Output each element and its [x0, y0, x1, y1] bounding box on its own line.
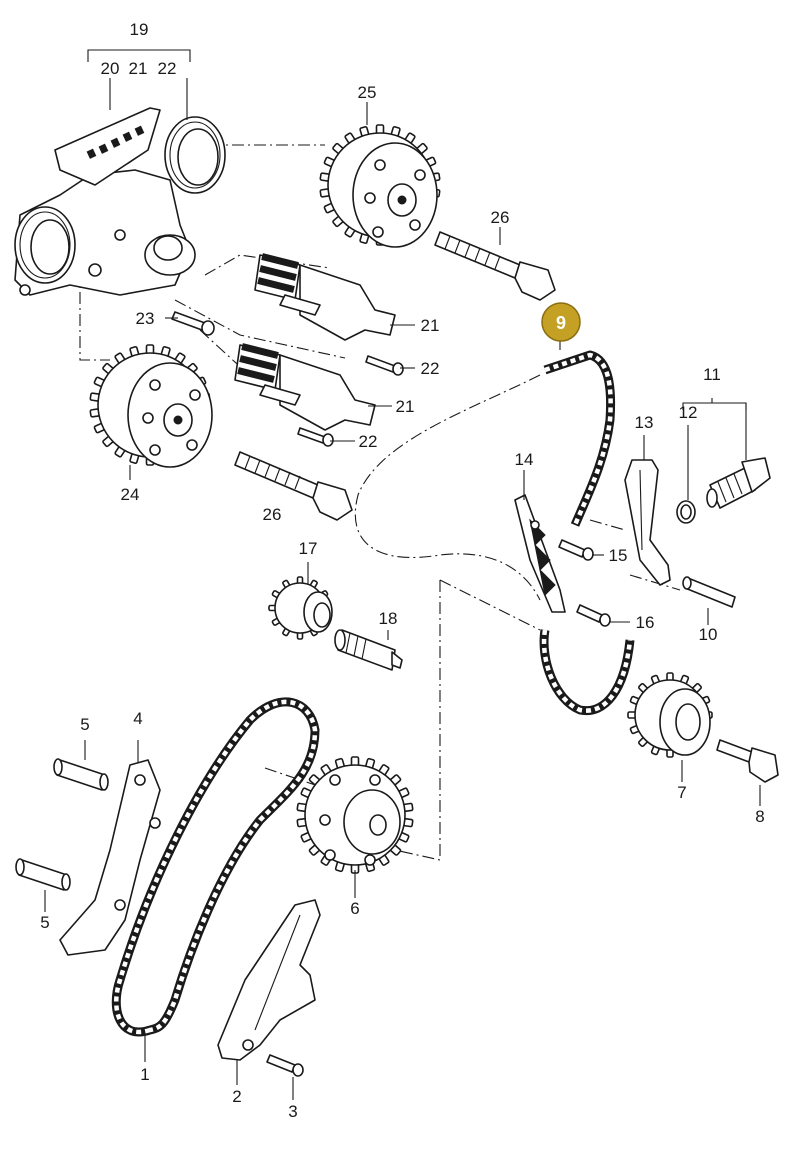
sprocket-7	[627, 672, 713, 758]
timing-chain-9	[539, 350, 635, 716]
screw-22-upper	[365, 355, 404, 376]
sprocket-17	[268, 576, 333, 640]
callout-21-upper: 21	[421, 316, 440, 335]
pin-5-upper	[53, 758, 109, 791]
cover-plate-20	[54, 107, 161, 186]
solenoid-valve-21-lower	[234, 343, 376, 431]
tensioner-rail-2	[217, 899, 321, 1061]
callout-1: 1	[140, 1065, 149, 1084]
callout-24: 24	[121, 485, 140, 504]
callout-21-lower: 21	[396, 397, 415, 416]
highlight-badge-9: 9	[541, 302, 581, 342]
chain-guide-4	[59, 759, 161, 956]
tensioner-rail-13	[624, 459, 671, 586]
callout-20: 20	[101, 59, 120, 78]
bolt-26-lower	[234, 451, 353, 521]
callout-19: 19	[130, 20, 149, 39]
callout-3: 3	[288, 1102, 297, 1121]
callout-13: 13	[635, 413, 654, 432]
camshaft-sprocket-25	[319, 124, 441, 248]
bolt-26-upper	[434, 231, 556, 301]
callout-6: 6	[350, 899, 359, 918]
chain-guide-14	[514, 494, 566, 613]
callout-22-upper: 22	[421, 359, 440, 378]
solenoid-valve-21-upper	[254, 253, 396, 341]
callout-23: 23	[136, 309, 155, 328]
screw-22-lower	[297, 427, 334, 447]
callout-numbers: 19 20 21 22 25 26 21 22 21 22 23 24 26 1…	[40, 20, 764, 1121]
timing-chain-1	[111, 697, 320, 1037]
sprocket-6	[296, 756, 414, 874]
callout-4: 4	[133, 709, 142, 728]
pin-10	[682, 576, 736, 608]
bolt-15	[558, 539, 594, 561]
callout-25: 25	[358, 83, 377, 102]
callout-22-lower: 22	[359, 432, 378, 451]
callout-5-upper: 5	[80, 715, 89, 734]
camshaft-adjuster-housing	[14, 107, 226, 296]
callout-15: 15	[609, 546, 628, 565]
callout-12: 12	[679, 403, 698, 422]
shaft-18	[334, 629, 403, 671]
callout-21-group: 21	[129, 59, 148, 78]
bolt-8	[716, 739, 779, 783]
callout-22-group: 22	[158, 59, 177, 78]
callout-5-lower: 5	[40, 913, 49, 932]
camshaft-sprocket-24	[89, 344, 213, 468]
callout-8: 8	[755, 807, 764, 826]
callout-26-lower: 26	[263, 505, 282, 524]
seal-ring-12	[676, 500, 696, 524]
bolt-3	[266, 1054, 304, 1077]
callout-7: 7	[677, 783, 686, 802]
callout-11: 11	[703, 365, 721, 384]
screw-23	[171, 311, 215, 336]
bolt-16	[576, 604, 611, 627]
pin-5-lower	[15, 858, 71, 891]
chain-tensioner-11	[706, 457, 771, 509]
callout-14: 14	[515, 450, 534, 469]
callout-10: 10	[699, 625, 718, 644]
callout-16: 16	[636, 613, 655, 632]
callout-2: 2	[232, 1087, 241, 1106]
leader-lines	[44, 49, 761, 1100]
callout-26-upper: 26	[491, 208, 510, 227]
callout-18: 18	[379, 609, 398, 628]
callout-9: 9	[556, 313, 566, 333]
callout-17: 17	[299, 539, 318, 558]
